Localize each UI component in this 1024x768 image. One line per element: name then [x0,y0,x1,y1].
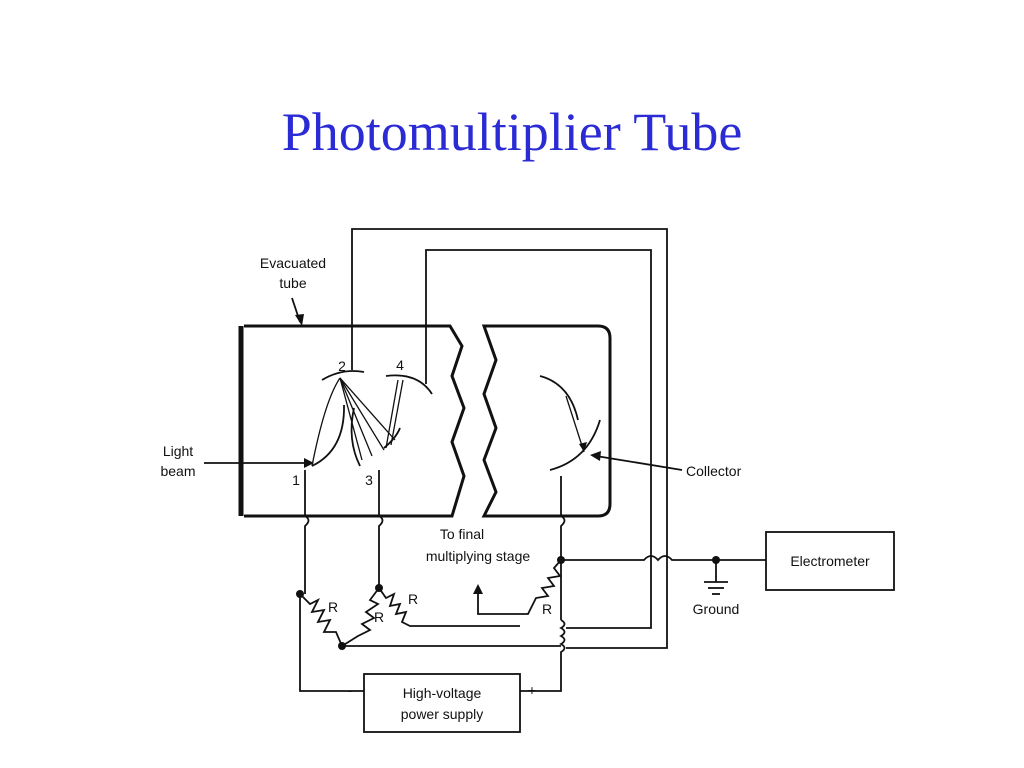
evacuated-tube-label-2: tube [279,275,306,291]
dynode-3-label: 3 [365,472,373,488]
light-beam-arrow [204,458,314,468]
electrometer-label: Electrometer [790,553,870,569]
resistor-label: R [328,599,338,615]
arrow-icon [304,458,314,468]
power-supply-box [363,673,521,733]
evacuated-tube-pointer [291,297,304,326]
negative-terminal-label: - [348,682,353,698]
resistor-label: R [408,591,418,607]
power-supply-label: High-voltage [403,685,482,701]
collector-label: Collector [686,463,742,479]
dynode-4-label: 4 [396,357,404,373]
resistor-network [296,556,720,650]
to-final-stage-label: To final [440,526,484,542]
evacuated-tube-label: Evacuated [260,255,326,271]
resistor-label: R [374,609,384,625]
light-beam-label: Light [163,443,193,459]
light-beam-label-2: beam [160,463,195,479]
to-final-stage-label-2: multiplying stage [426,548,530,564]
ground-label: Ground [693,601,740,617]
dynode-2-label: 2 [338,358,346,374]
ground-symbol-icon [704,581,728,595]
dynodes [311,370,601,471]
dynode-1-label: 1 [292,472,300,488]
resistor-label: R [542,601,552,617]
page-title: Photomultiplier Tube [281,102,743,162]
upper-wiring [351,228,668,649]
electrometer-box [765,531,895,591]
lower-wiring [299,470,766,692]
positive-terminal-label: + [528,682,536,698]
collector-pointer [590,451,683,471]
evacuated-tube-body [238,324,612,518]
electron-paths [311,377,587,467]
power-supply-label-2: power supply [401,706,484,722]
